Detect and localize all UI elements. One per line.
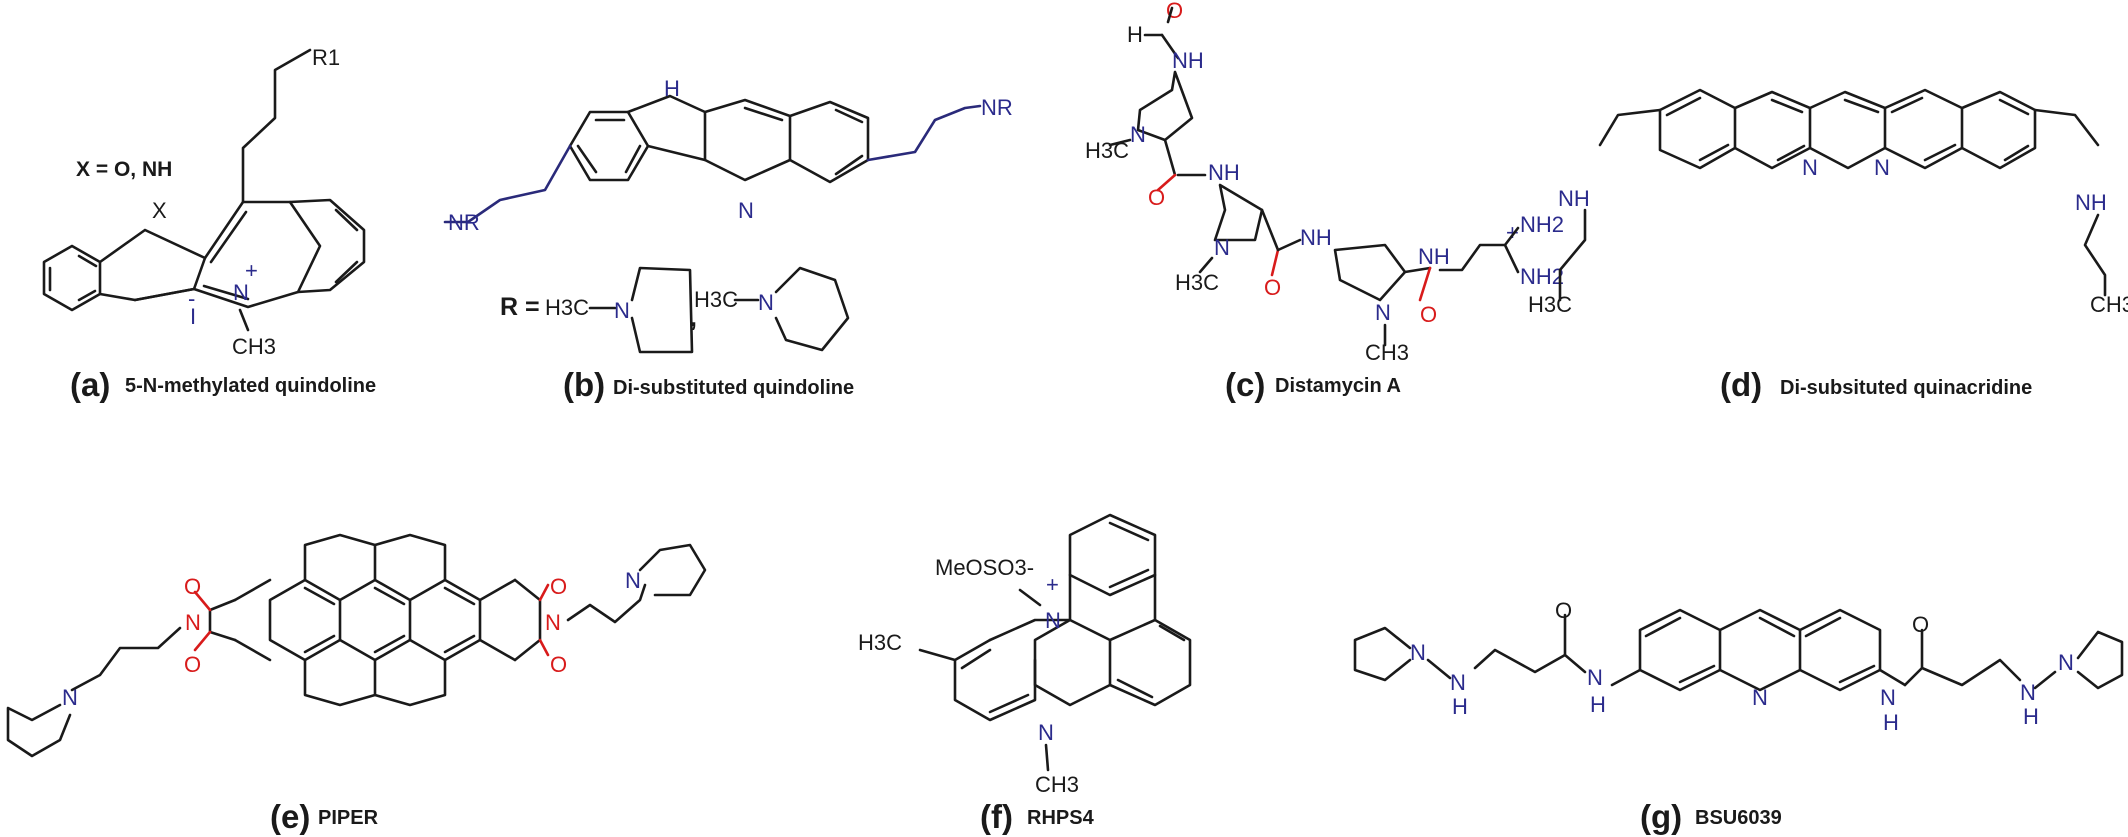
caption-g: (g) BSU6039	[1640, 798, 1782, 835]
caption-d-name: Di-subsituted quinacridine	[1780, 377, 2032, 399]
caption-f-letter: (f)	[980, 798, 1013, 835]
minus-charge: -	[188, 286, 195, 311]
quinacridine-n2-label: N	[1874, 155, 1890, 180]
caption-b: (b) Di-substituted quindoline	[563, 366, 854, 403]
ring3-n-label: N	[1375, 300, 1391, 325]
x-label: X	[152, 198, 167, 223]
indole-nh-label: H	[664, 76, 680, 101]
caption-f-name: RHPS4	[1027, 807, 1095, 829]
comma-label: ,	[690, 304, 697, 332]
left-carbonyl-o-label: O	[1555, 598, 1572, 623]
caption-e: (e) PIPER	[270, 798, 379, 835]
left-pyrrolidine-n-label: N	[1410, 640, 1426, 665]
plus-charge: +	[245, 258, 258, 283]
right-nh-label: NH	[2075, 190, 2107, 215]
ring-methyl-label: H3C	[858, 630, 902, 655]
right-piperidine-n-label: N	[625, 568, 641, 593]
amidine-nh2-top-label: NH2	[1520, 212, 1564, 237]
pyridinium-n-label: N	[1045, 608, 1061, 633]
caption-a-name: 5-N-methylated quindoline	[125, 375, 376, 397]
amide3-n-label: NH	[1418, 244, 1450, 269]
ring1-n-label: N	[1130, 122, 1146, 147]
caption-d-letter: (d)	[1720, 366, 1762, 403]
acridine-ring-n-label: N	[1752, 685, 1768, 710]
right-hydrazine-h-label: H	[2023, 704, 2039, 729]
counterion-label: MeOSO3-	[935, 555, 1034, 580]
amide2-n-label: NH	[1300, 225, 1332, 250]
caption-b-letter: (b)	[563, 366, 605, 403]
pyrrolidine-n-label: N	[614, 298, 630, 323]
structure-a: R1 X N + I - CH3 X = O, NH	[42, 45, 366, 359]
left-imide-o2-label: O	[184, 652, 201, 677]
left-imide-n-label: N	[185, 610, 201, 635]
right-imide-o2-label: O	[550, 652, 567, 677]
structure-b: H N NR NR R = H3C N , H3C N	[443, 76, 1013, 354]
iodide-label: I	[190, 304, 196, 329]
amide1-o-label: O	[1148, 185, 1165, 210]
ring3-methyl-label: CH3	[1365, 340, 1409, 365]
amide3-o-label: O	[1420, 302, 1437, 327]
right-amide-h-label: H	[1883, 710, 1899, 735]
caption-f: (f) RHPS4	[980, 798, 1095, 835]
right-carbonyl-o-label: O	[1912, 612, 1929, 637]
structure-g: N N H O N H N N H O N H N	[1353, 598, 2124, 735]
left-piperidine-n-label: N	[62, 685, 78, 710]
left-nh-label: NH	[1558, 186, 1590, 211]
caption-a: (a) 5-N-methylated quindoline	[70, 366, 376, 403]
ring2-n-label: N	[1214, 235, 1230, 260]
r1-label: R1	[312, 45, 340, 70]
right-pyrrolidine-n-label: N	[2058, 650, 2074, 675]
left-hydrazine-n1-label: N	[1450, 670, 1466, 695]
caption-c: (c) Distamycin A	[1225, 366, 1401, 403]
caption-g-letter: (g)	[1640, 798, 1682, 835]
left-amide-n-label: N	[1587, 665, 1603, 690]
left-methyl-label: H3C	[1528, 292, 1572, 317]
caption-d: (d) Di-subsituted quinacridine	[1720, 366, 2032, 403]
r-definition-label: R =	[500, 293, 540, 321]
quinacridine-n1-label: N	[1802, 155, 1818, 180]
nh1-label: NH	[1172, 48, 1204, 73]
right-imide-o1-label: O	[550, 574, 567, 599]
nr-right-label: NR	[981, 95, 1013, 120]
right-methyl-label: CH3	[2090, 292, 2128, 317]
ring1-methyl-label: H3C	[1085, 138, 1129, 163]
pyridinium-plus-label: +	[1046, 572, 1059, 597]
acridine-n-label: N	[1038, 720, 1054, 745]
caption-g-name: BSU6039	[1695, 807, 1782, 829]
right-imide-n-label: N	[545, 610, 561, 635]
structure-f: N + MeOSO3- N CH3 H3C	[858, 513, 1192, 797]
substituent-note: X = O, NH	[76, 158, 172, 181]
formyl-h-label: H	[1127, 22, 1143, 47]
caption-b-name: Di-substituted quindoline	[613, 377, 854, 399]
right-amide-n-label: N	[1880, 685, 1896, 710]
caption-c-name: Distamycin A	[1275, 375, 1401, 397]
structure-c: H O NH N H3C O NH N H3C O NH N CH3	[1085, 0, 1564, 365]
structure-d: N N NH H3C NH CH3	[1528, 88, 2128, 317]
amide1-n-label: NH	[1208, 160, 1240, 185]
caption-e-name: PIPER	[318, 807, 379, 829]
n-methyl-label: CH3	[1035, 772, 1079, 797]
amidine-nh2-bottom-label: NH2	[1520, 264, 1564, 289]
piperidine-n-label: N	[758, 290, 774, 315]
n-plus-label: N	[233, 280, 249, 305]
caption-c-letter: (c)	[1225, 366, 1265, 403]
right-hydrazine-n1-label: N	[2020, 680, 2036, 705]
structure-e: O O N O O N N N	[6, 533, 707, 758]
ring2-methyl-label: H3C	[1175, 270, 1219, 295]
left-imide-o1-label: O	[184, 574, 201, 599]
nr-left-label: NR	[448, 210, 480, 235]
left-hydrazine-h-label: H	[1452, 694, 1468, 719]
methyl-b-label: H3C	[694, 287, 738, 312]
caption-a-letter: (a)	[70, 366, 110, 403]
pyridine-n-label: N	[738, 198, 754, 223]
caption-e-letter: (e)	[270, 798, 310, 835]
amide2-o-label: O	[1264, 275, 1281, 300]
methyl-a-label: H3C	[545, 295, 589, 320]
methyl-label: CH3	[232, 334, 276, 359]
left-amide-h-label: H	[1590, 692, 1606, 717]
